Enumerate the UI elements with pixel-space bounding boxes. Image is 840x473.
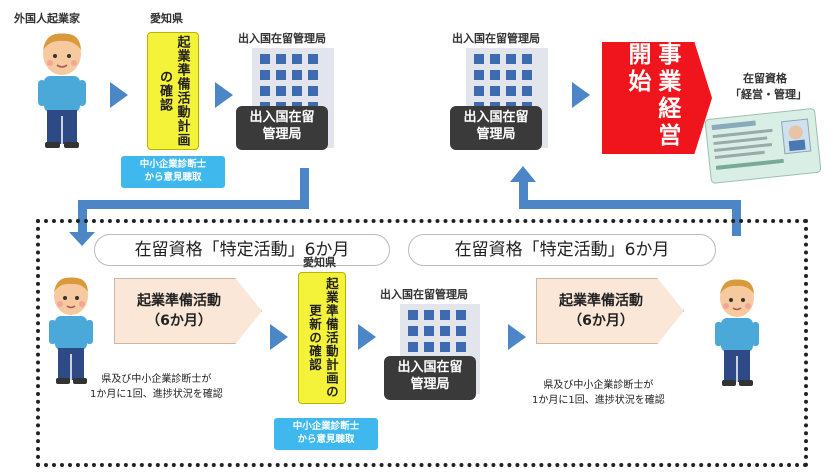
activity-2-title: 起業準備活動 xyxy=(559,292,643,309)
immigration-plate-3: 出入国在留 管理局 xyxy=(384,356,476,400)
residence-status-label-1: 在留資格 xyxy=(743,72,787,85)
consultant-bottom-line-1: 中小企業診断士 xyxy=(292,421,360,432)
connector-down-stem xyxy=(300,168,309,208)
flow-arrow-1 xyxy=(110,82,128,108)
connector-horizontal xyxy=(78,200,309,209)
plan-renewal-confirmation-box: 起業準備活動計画の更新の確認 xyxy=(298,272,346,404)
entrepreneur-figure-bottom-left xyxy=(49,277,93,384)
business-start-box: 事業経営開始 xyxy=(602,42,712,154)
connector-right-horizontal xyxy=(519,200,741,209)
flow-arrow-2 xyxy=(215,82,233,108)
flow-arrow-5 xyxy=(358,324,376,350)
aichi-label-top: 愛知県 xyxy=(150,12,183,25)
connector-right-stem xyxy=(732,200,741,236)
immigration-bureau-label-2: 出入国在留管理局 xyxy=(452,32,540,45)
immigration-bureau-label-1: 出入国在留管理局 xyxy=(238,32,326,45)
note-2-line-2: 1か月に1回、進捗状況を確認 xyxy=(532,395,665,406)
consultant-opinion-badge-top: 中小企業診断士 から意見聴取 xyxy=(121,156,225,188)
connector-up-arrowhead xyxy=(510,166,536,182)
foreign-entrepreneur-label: 外国人起業家 xyxy=(14,12,80,25)
residence-status-label-2: 「経営・管理」 xyxy=(730,88,807,101)
activity-2-duration: （6か月） xyxy=(568,313,634,329)
activity-1-duration: （6か月） xyxy=(146,313,212,329)
connector-up-stem xyxy=(519,182,528,208)
status-pill-1: 在留資格「特定活動」6か月 xyxy=(94,234,390,266)
consultant-opinion-badge-bottom: 中小企業診断士 から意見聴取 xyxy=(274,418,378,450)
plate-1-line-2: 管理局 xyxy=(262,126,302,142)
connector-left-stem xyxy=(78,200,87,234)
connector-down-arrowhead xyxy=(69,232,95,246)
entrepreneur-figure-top xyxy=(38,33,86,148)
plate-1-line-1: 出入国在留 xyxy=(249,110,315,125)
plate-2-line-2: 管理局 xyxy=(476,126,516,142)
flow-arrow-3 xyxy=(572,82,590,108)
consultant-line-1: 中小企業診断士 xyxy=(139,159,207,170)
immigration-plate-1: 出入国在留 管理局 xyxy=(236,106,328,150)
preparation-activity-box-2: 起業準備活動 （6か月） xyxy=(536,278,684,344)
entrepreneur-figure-bottom-right xyxy=(715,279,759,386)
note-1-line-2: 1か月に1回、進捗状況を確認 xyxy=(90,389,223,400)
plate-3-line-1: 出入国在留 xyxy=(397,360,463,375)
immigration-plate-2: 出入国在留 管理局 xyxy=(450,106,542,150)
status-pill-2: 在留資格「特定活動」6か月 xyxy=(408,234,716,266)
residence-card-image xyxy=(704,108,822,184)
flow-arrow-6 xyxy=(508,324,526,350)
note-1-line-1: 県及び中小企業診断士が xyxy=(101,374,212,385)
plan-confirmation-box: 起業準備活動計画の確認 xyxy=(147,32,199,150)
aichi-label-bottom: 愛知県 xyxy=(303,256,336,269)
consultant-bottom-line-2: から意見聴取 xyxy=(297,433,355,445)
consultant-line-2: から意見聴取 xyxy=(144,171,202,183)
immigration-bureau-label-3: 出入国在留管理局 xyxy=(380,288,468,301)
preparation-activity-box-1: 起業準備活動 （6か月） xyxy=(114,278,262,344)
note-2-line-1: 県及び中小企業診断士が xyxy=(543,380,654,391)
progress-check-note-1: 県及び中小企業診断士が 1か月に1回、進捗状況を確認 xyxy=(90,372,223,402)
specified-activities-frame xyxy=(36,219,808,467)
activity-1-title: 起業準備活動 xyxy=(137,292,221,309)
plate-3-line-2: 管理局 xyxy=(410,376,450,392)
flow-arrow-4 xyxy=(270,324,288,350)
plate-2-line-1: 出入国在留 xyxy=(463,110,529,125)
progress-check-note-2: 県及び中小企業診断士が 1か月に1回、進捗状況を確認 xyxy=(532,378,665,408)
